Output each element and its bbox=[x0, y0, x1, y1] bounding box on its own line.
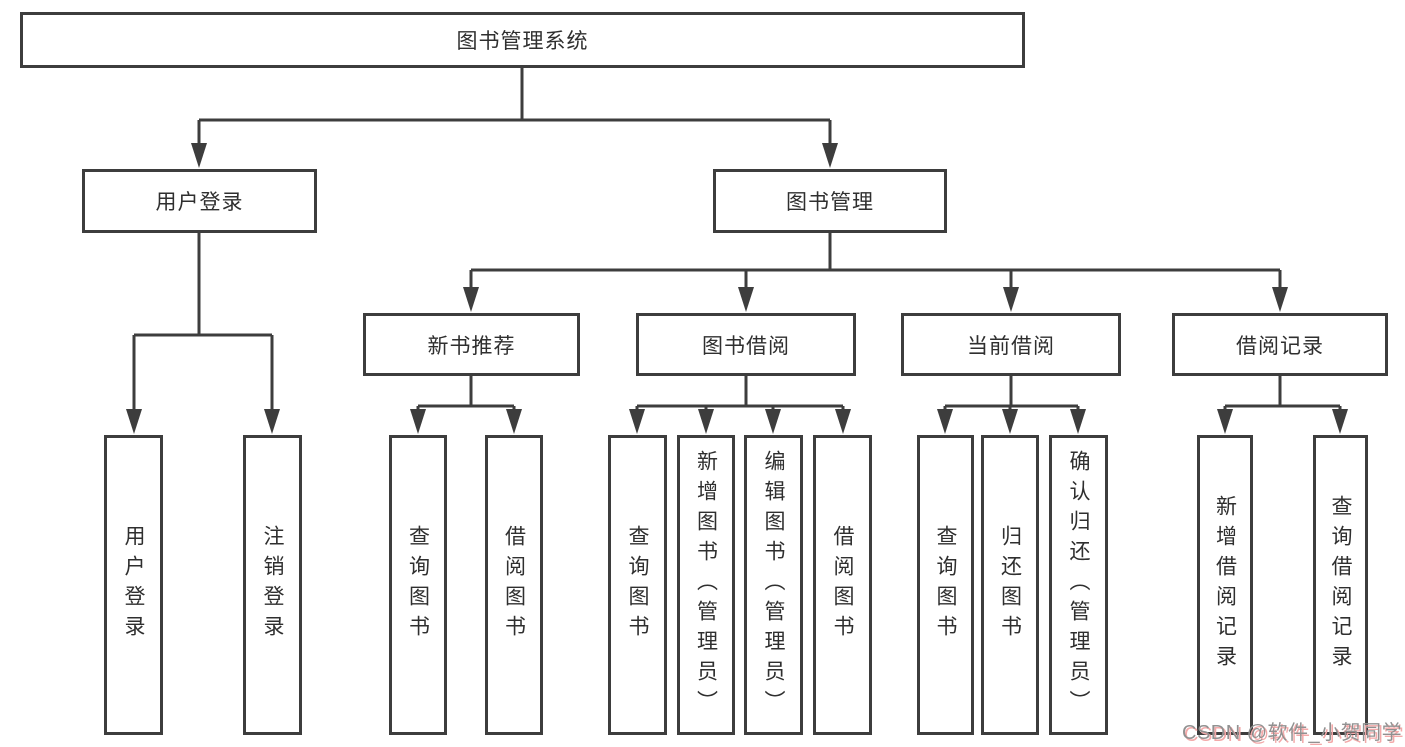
csdn-watermark: CSDN @软件_小贺同学 bbox=[1182, 722, 1403, 744]
node-current-borrowing: 当前借阅 bbox=[901, 313, 1121, 376]
node-book-management: 图书管理 bbox=[713, 169, 947, 233]
node-new-book-recommendation: 新书推荐 bbox=[363, 313, 580, 376]
node-library-management-system: 图书管理系统 bbox=[20, 12, 1025, 68]
node-book-borrowing: 图书借阅 bbox=[636, 313, 856, 376]
leaf-add-borrow-record: 新增借阅记录 bbox=[1197, 435, 1253, 735]
leaf-borrow-books: 借阅图书 bbox=[813, 435, 872, 735]
leaf-user-login: 用户登录 bbox=[104, 435, 163, 735]
leaf-query-borrow-record: 查询借阅记录 bbox=[1313, 435, 1368, 735]
leaf-edit-books-admin: 编辑图书（管理员） bbox=[744, 435, 803, 735]
leaf-borrow-books-recommend: 借阅图书 bbox=[485, 435, 543, 735]
leaf-query-books-current: 查询图书 bbox=[917, 435, 974, 735]
node-user-login: 用户登录 bbox=[82, 169, 317, 233]
leaf-query-books-borrow: 查询图书 bbox=[608, 435, 667, 735]
node-borrowing-records: 借阅记录 bbox=[1172, 313, 1388, 376]
leaf-query-books-recommend: 查询图书 bbox=[389, 435, 447, 735]
leaf-return-books: 归还图书 bbox=[981, 435, 1039, 735]
leaf-logout: 注销登录 bbox=[243, 435, 302, 735]
leaf-confirm-return-admin: 确认归还（管理员） bbox=[1049, 435, 1108, 735]
leaf-add-books-admin: 新增图书（管理员） bbox=[677, 435, 735, 735]
